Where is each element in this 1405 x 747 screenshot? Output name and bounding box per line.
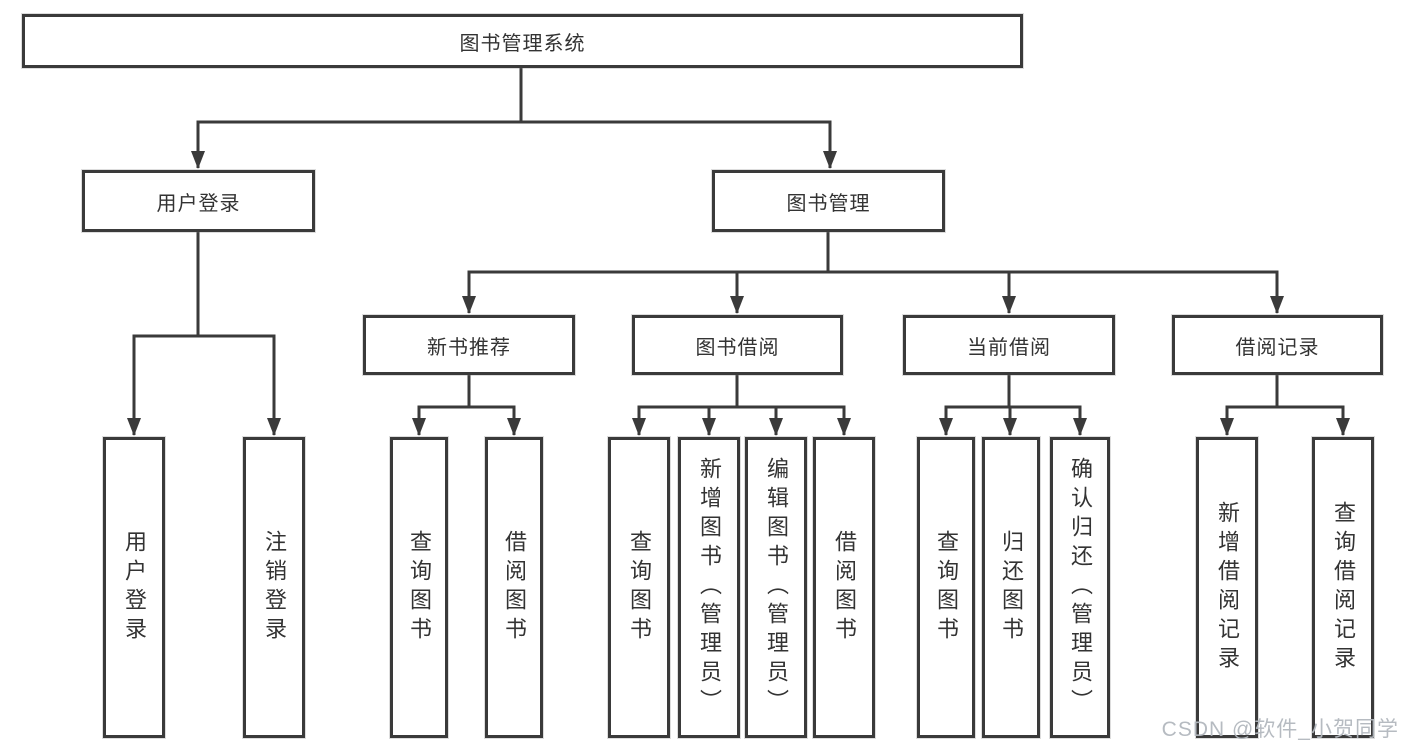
connector-borrow-bus: [637, 375, 846, 409]
node-leaf-return-book: 归还图书: [982, 437, 1040, 738]
node-label: 借阅图书: [502, 529, 527, 646]
connector-rec-bus: [417, 375, 516, 409]
node-leaf-user-login: 用户登录: [103, 437, 165, 738]
node-leaf-logout: 注销登录: [243, 437, 305, 738]
node-label: 图书借阅: [695, 336, 780, 359]
node-leaf-query-borrow-record: 查询借阅记录: [1312, 437, 1374, 738]
node-leaf-confirm-return-admin: 确认归还（管理员）: [1050, 437, 1110, 738]
node-borrow-record: 借阅记录: [1172, 315, 1383, 375]
node-label: 新增借阅记录: [1215, 500, 1240, 675]
connector-record-bus: [1225, 375, 1345, 409]
node-label: 确认归还（管理员）: [1068, 457, 1093, 718]
node-label: 借阅记录: [1235, 336, 1320, 359]
node-leaf-add-borrow-record: 新增借阅记录: [1196, 437, 1258, 738]
node-leaf-current-query-book: 查询图书: [917, 437, 975, 738]
node-book-borrow: 图书借阅: [632, 315, 843, 375]
node-label: 借阅图书: [832, 529, 857, 646]
node-label: 用户登录: [122, 529, 147, 646]
node-current-borrow: 当前借阅: [903, 315, 1115, 375]
node-new-book-recommend: 新书推荐: [363, 315, 575, 375]
node-user-login: 用户登录: [82, 170, 315, 232]
csdn-watermark: CSDN @软件_小贺同学: [1161, 718, 1399, 741]
node-label: 图书管理: [786, 192, 871, 215]
node-label: 新书推荐: [427, 336, 511, 359]
node-label: 注销登录: [262, 529, 287, 646]
node-label: 查询借阅记录: [1331, 500, 1356, 675]
connector-login-bus: [132, 232, 276, 338]
node-label: 图书管理系统: [459, 32, 586, 55]
node-label: 用户登录: [156, 192, 241, 215]
node-leaf-borrow-query-book: 查询图书: [608, 437, 670, 738]
node-leaf-add-book-admin: 新增图书（管理员）: [678, 437, 740, 738]
connector-current-bus: [944, 375, 1082, 409]
connector-manage-bus: [467, 232, 1279, 274]
node-leaf-edit-book-admin: 编辑图书（管理员）: [745, 437, 807, 738]
node-label: 查询图书: [627, 529, 652, 646]
connector-root-bus: [196, 68, 832, 124]
node-leaf-rec-borrow-book: 借阅图书: [485, 437, 543, 738]
node-label: 编辑图书（管理员）: [764, 457, 789, 718]
node-leaf-rec-query-book: 查询图书: [390, 437, 448, 738]
node-label: 当前借阅: [967, 336, 1051, 359]
node-system-root: 图书管理系统: [22, 14, 1023, 68]
node-label: 查询图书: [934, 529, 959, 646]
node-label: 新增图书（管理员）: [697, 457, 722, 718]
node-label: 查询图书: [407, 529, 432, 646]
node-book-manage: 图书管理: [712, 170, 945, 232]
node-leaf-borrow-book: 借阅图书: [813, 437, 875, 738]
node-label: 归还图书: [999, 529, 1024, 646]
